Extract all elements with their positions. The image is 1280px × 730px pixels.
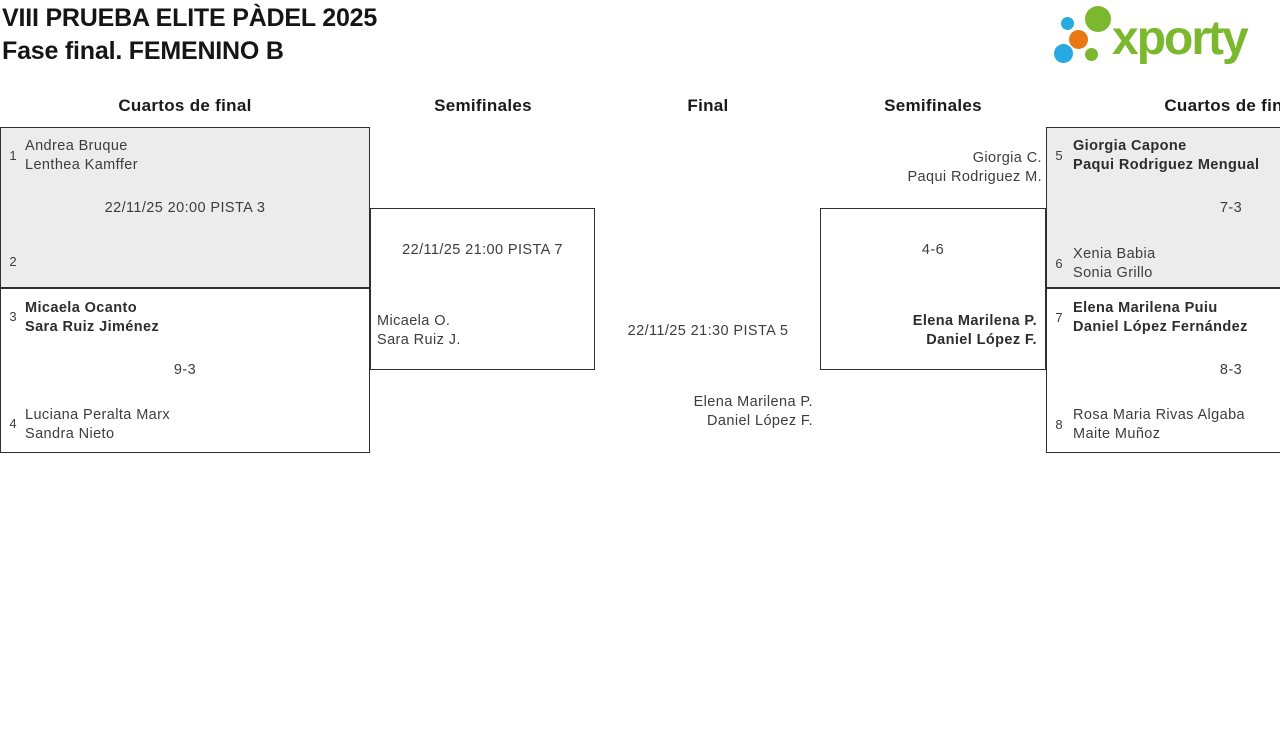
team-name-line: Elena Marilena Puiu bbox=[1073, 300, 1218, 316]
team-name-line: Daniel López F. bbox=[926, 332, 1037, 348]
seed-number: 3 bbox=[9, 309, 17, 324]
team-name-line: Daniel López F. bbox=[707, 413, 813, 429]
team-name-line: Xenia Babia bbox=[1073, 246, 1156, 262]
team-name-line: Luciana Peralta Marx bbox=[25, 407, 171, 423]
round-header-semis-left: Semifinales bbox=[434, 96, 532, 115]
page-title: VIII PRUEBA ELITE PÀDEL 2025 bbox=[2, 4, 378, 32]
round-header-semis-right: Semifinales bbox=[884, 96, 982, 115]
team-name-line: Sara Ruiz Jiménez bbox=[25, 319, 160, 335]
team-name-line: Micaela Ocanto bbox=[25, 300, 137, 316]
match-schedule: 22/11/25 21:30 PISTA 5 bbox=[627, 323, 789, 339]
seed-number: 4 bbox=[9, 416, 17, 431]
round-header-quarters-left: Cuartos de final bbox=[118, 96, 252, 115]
team-name-line: Elena Marilena P. bbox=[912, 313, 1037, 329]
logo-blue-small-dot-icon bbox=[1061, 17, 1074, 30]
team-name-line: Rosa Maria Rivas Algaba bbox=[1073, 407, 1245, 423]
logo-wordmark: xporty bbox=[1112, 12, 1249, 65]
team-name-line: Giorgia C. bbox=[972, 150, 1042, 166]
match-score: 7-3 bbox=[1219, 200, 1243, 216]
team-name-line: Lenthea Kamffer bbox=[25, 157, 138, 173]
team-name-line: Sara Ruiz J. bbox=[377, 332, 461, 348]
round-header-final: Final bbox=[687, 96, 729, 115]
team-name-line: Maite Muñoz bbox=[1073, 426, 1161, 442]
xporty-logo[interactable]: xporty bbox=[1050, 2, 1278, 70]
page-subtitle: Fase final. FEMENINO B bbox=[2, 37, 284, 65]
logo-green-large-dot-icon bbox=[1085, 6, 1111, 32]
team-name-line: Paqui Rodriguez Mengual bbox=[1073, 157, 1260, 173]
seed-number: 5 bbox=[1055, 148, 1063, 163]
match-box-qf1-left[interactable] bbox=[0, 127, 370, 288]
match-schedule: 22/11/25 21:00 PISTA 7 bbox=[402, 242, 563, 258]
team-name-line: Sonia Grillo bbox=[1073, 265, 1153, 281]
team-name-line: Paqui Rodriguez M. bbox=[907, 169, 1042, 185]
team-name-line: Sandra Nieto bbox=[25, 426, 115, 442]
match-score: 8-3 bbox=[1219, 362, 1243, 378]
seed-number: 1 bbox=[9, 148, 17, 163]
team-name-line: Giorgia Capone bbox=[1073, 138, 1187, 154]
logo-orange-dot-icon bbox=[1069, 30, 1088, 49]
match-box-qf1-right[interactable] bbox=[1046, 127, 1280, 288]
match-schedule: 22/11/25 20:00 PISTA 3 bbox=[104, 200, 266, 216]
match-box-sf-right[interactable] bbox=[820, 208, 1046, 370]
match-box-qf2-left[interactable] bbox=[0, 288, 370, 453]
logo-blue-large-dot-icon bbox=[1054, 44, 1073, 63]
seed-number: 7 bbox=[1055, 310, 1063, 325]
seed-number: 2 bbox=[9, 254, 17, 269]
seed-number: 6 bbox=[1055, 256, 1063, 271]
match-box-qf2-right[interactable] bbox=[1046, 288, 1280, 453]
team-name-line: Daniel López Fernández bbox=[1073, 319, 1248, 335]
team-name-line: Andrea Bruque bbox=[25, 138, 128, 154]
match-score: 9-3 bbox=[173, 362, 197, 378]
round-header-quarters-right: Cuartos de final bbox=[1164, 96, 1280, 115]
team-name-line: Elena Marilena P. bbox=[693, 394, 813, 410]
seed-number: 8 bbox=[1055, 417, 1063, 432]
team-name-line: Micaela O. bbox=[377, 313, 451, 329]
logo-green-small-dot-icon bbox=[1085, 48, 1098, 61]
match-score: 4-6 bbox=[921, 242, 945, 258]
match-box-sf-left[interactable] bbox=[370, 208, 595, 370]
